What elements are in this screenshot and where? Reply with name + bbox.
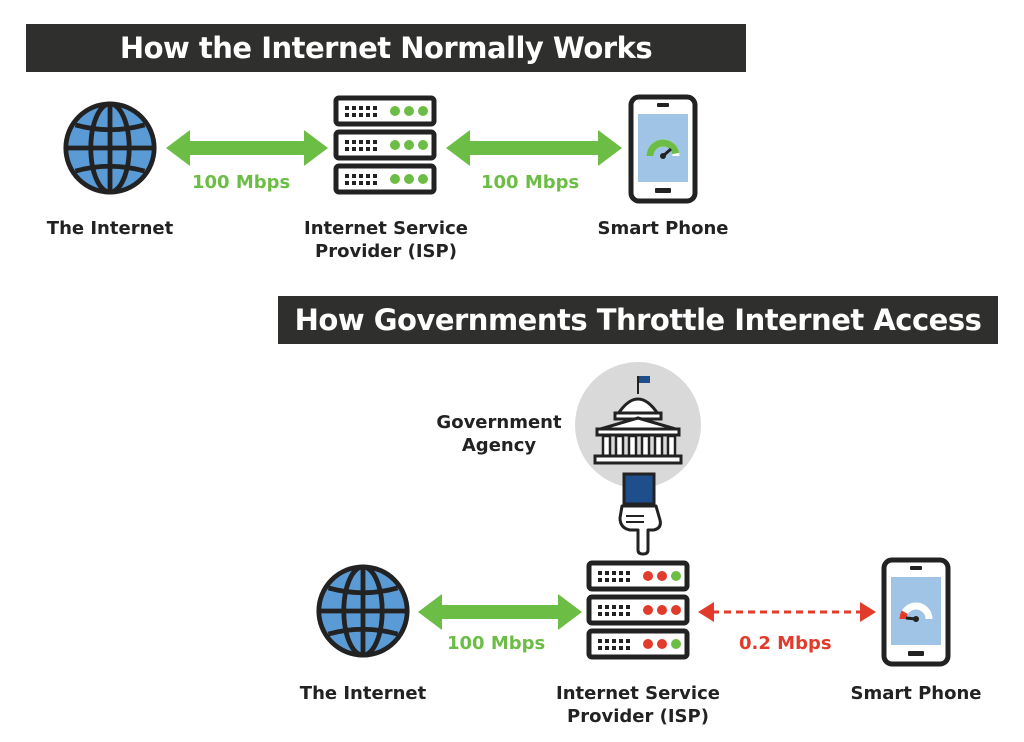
capitol-building-icon bbox=[575, 362, 701, 488]
phone-label: Smart Phone bbox=[850, 683, 982, 704]
internet-label: The Internet bbox=[299, 683, 427, 704]
double-arrow-icon bbox=[446, 130, 622, 166]
normal-section-title: How the Internet Normally Works bbox=[26, 24, 746, 72]
pointing-hand-icon bbox=[618, 472, 662, 556]
isp-label-line2: Provider (ISP) bbox=[315, 241, 457, 262]
phone-label: Smart Phone bbox=[597, 218, 729, 239]
speed-label-throttled: 0.2 Mbps bbox=[739, 633, 832, 654]
isp-label-line1: Internet Service bbox=[304, 218, 468, 239]
agency-label-line1: Government bbox=[436, 412, 562, 433]
globe-icon bbox=[62, 100, 158, 196]
agency-label-line2: Agency bbox=[461, 435, 537, 456]
speed-label: 100 Mbps bbox=[192, 172, 291, 193]
internet-label: The Internet bbox=[46, 218, 174, 239]
throttle-section-title: How Governments Throttle Internet Access bbox=[278, 296, 998, 344]
double-arrow-icon bbox=[418, 594, 582, 630]
smartphone-icon bbox=[628, 94, 698, 204]
double-arrow-icon bbox=[166, 130, 328, 166]
server-icon bbox=[333, 95, 437, 195]
speed-label: 100 Mbps bbox=[481, 172, 580, 193]
isp-label-line1: Internet Service bbox=[556, 683, 720, 704]
isp-label-line2: Provider (ISP) bbox=[567, 706, 709, 727]
globe-icon bbox=[315, 563, 411, 659]
throttled-arrow-icon bbox=[698, 602, 876, 622]
server-icon bbox=[586, 560, 690, 660]
smartphone-icon bbox=[881, 557, 951, 667]
speed-label: 100 Mbps bbox=[447, 633, 546, 654]
speedometer-icon bbox=[646, 139, 680, 159]
speedometer-icon bbox=[899, 602, 933, 622]
